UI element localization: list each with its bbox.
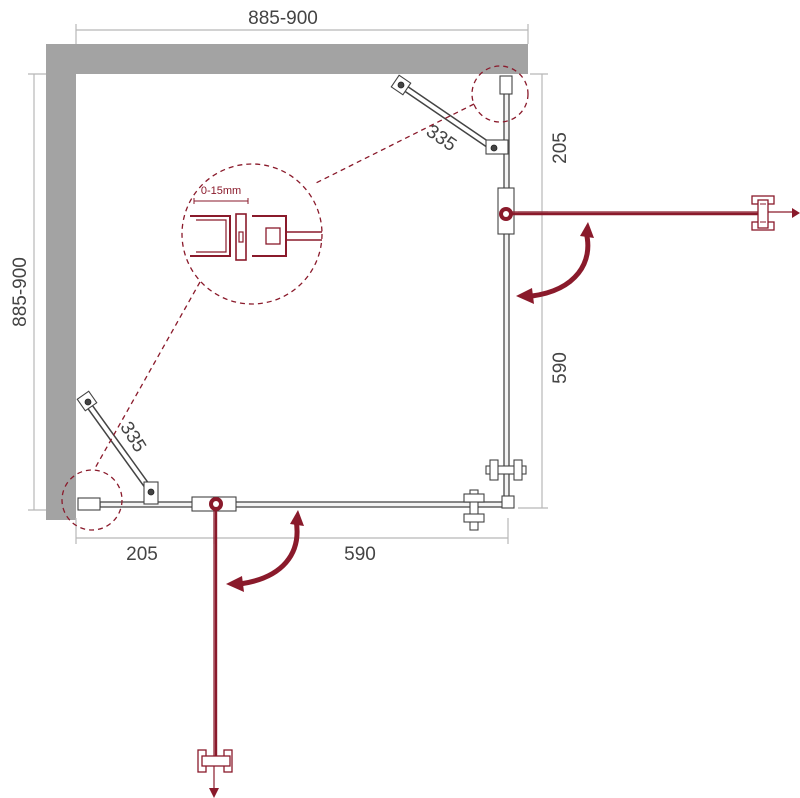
brace-top-label: 335 — [422, 121, 460, 156]
top-dimension: 885-900 — [75, 8, 529, 44]
brace-left: 335 — [76, 390, 159, 505]
top-wall — [46, 44, 528, 74]
right-door-open — [499, 195, 800, 231]
right-door-label: 590 — [550, 352, 571, 384]
profile-detail: 0-15mm — [190, 185, 322, 261]
right-fixed-label: 205 — [550, 132, 571, 164]
right-swing-arrow-icon — [531, 231, 591, 299]
wall-brackets — [77, 75, 513, 511]
swing-arrows — [226, 222, 594, 592]
gap-label: 0-15mm — [201, 185, 241, 197]
bottom-door-glass-closed — [217, 501, 509, 508]
bottom-dimensions: 205 590 — [75, 518, 509, 565]
detail-callouts — [61, 65, 529, 531]
detail-magnifier — [181, 163, 323, 305]
brace-top: 335 — [390, 74, 509, 156]
right-door-glass-closed — [503, 213, 510, 507]
right-door-handle-icon — [751, 195, 775, 231]
top-width-label: 885-900 — [248, 8, 318, 29]
hinges — [191, 187, 515, 512]
bottom-fixed-label: 205 — [126, 544, 158, 565]
left-wall-profile — [77, 497, 101, 511]
corner-handles — [463, 459, 527, 531]
left-corner-callout — [61, 469, 123, 531]
left-height-label: 885-900 — [10, 257, 31, 327]
top-wall-profile — [499, 75, 513, 95]
left-dimension: 885-900 — [10, 73, 46, 511]
walls — [46, 44, 528, 520]
top-corner-callout — [471, 65, 529, 123]
right-dimensions: 205 590 — [518, 73, 571, 509]
left-wall — [46, 44, 76, 520]
bottom-door-open — [197, 497, 233, 798]
bottom-door-label: 590 — [344, 544, 376, 565]
bottom-door-handle-icon — [197, 749, 233, 773]
bottom-swing-arrow-icon — [239, 519, 300, 587]
